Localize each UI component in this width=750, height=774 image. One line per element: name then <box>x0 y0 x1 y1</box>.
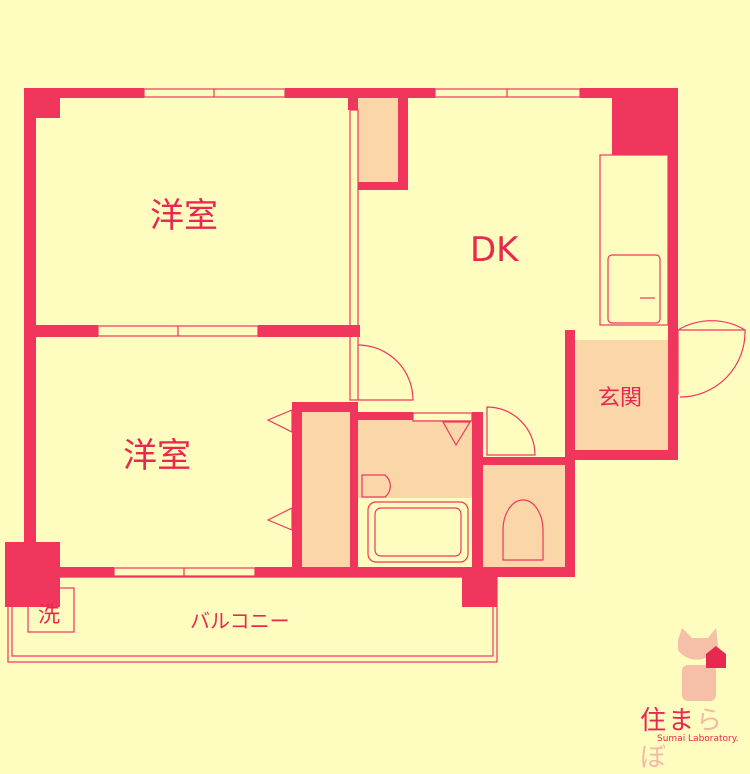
room-label-balcony: バルコニー <box>190 609 290 633</box>
entrance-floor <box>575 340 668 450</box>
closet-bedroom2 <box>302 412 350 567</box>
fixtures <box>7 88 746 663</box>
walls <box>5 88 678 607</box>
washroom <box>358 420 472 498</box>
room-label-bedroom1: 洋室 <box>150 196 218 236</box>
floor-plan <box>5 88 746 663</box>
floor-fills <box>302 98 668 567</box>
room-label-bedroom2: 洋室 <box>123 436 191 476</box>
logo-subtitle: Sumai Laboratory. <box>657 734 739 744</box>
room-label-entrance: 玄関 <box>598 386 643 411</box>
closet-dk <box>358 98 400 182</box>
room-label-dk: DK <box>470 230 519 270</box>
washer-label: 洗 <box>38 603 61 628</box>
toilet-room <box>483 465 565 567</box>
